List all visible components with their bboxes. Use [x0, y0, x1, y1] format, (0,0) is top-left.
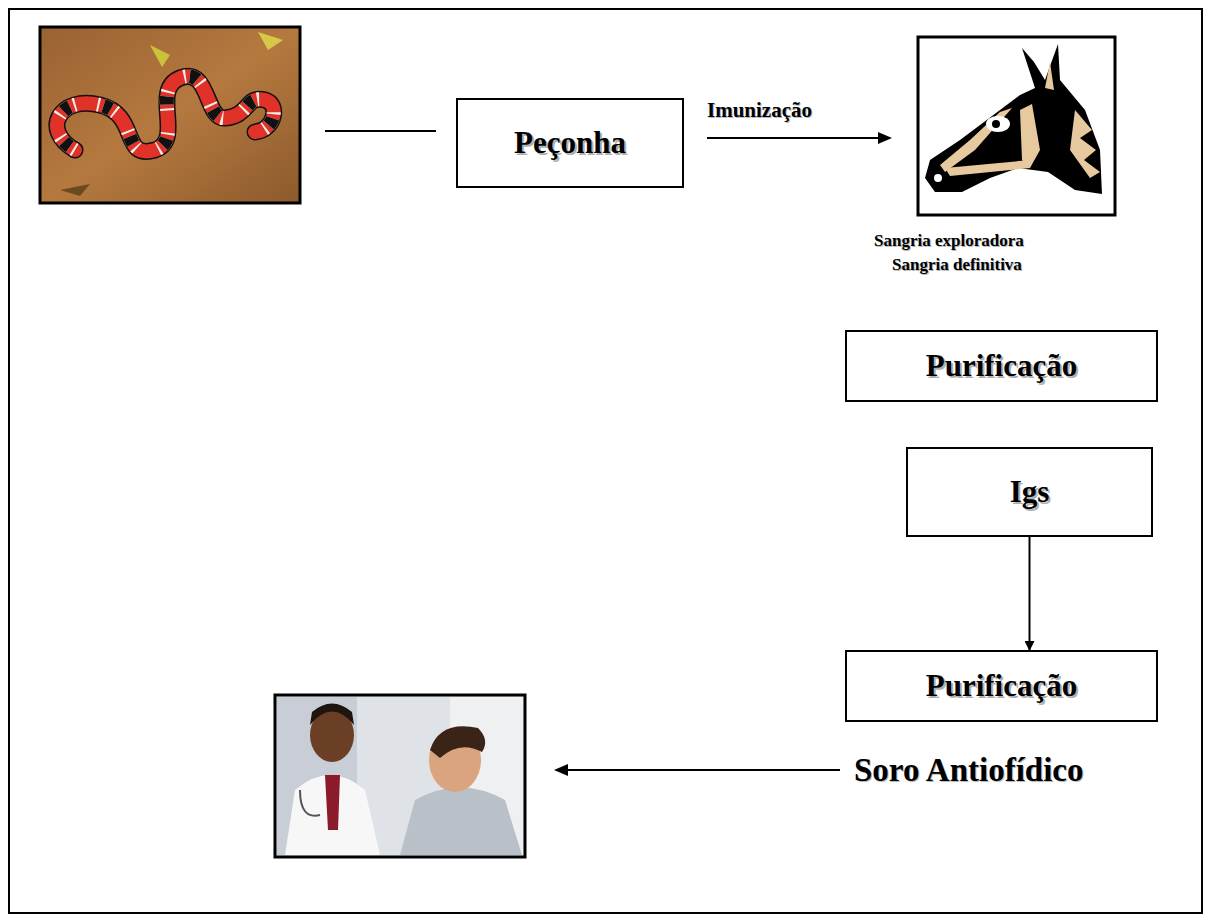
arrow-head — [554, 764, 568, 776]
process-box: Peçonha — [456, 98, 684, 188]
step-label: Sangria exploradora — [874, 232, 1024, 251]
arrow-label: Imunização — [707, 99, 812, 122]
doctor-photo — [275, 695, 525, 857]
arrow-head — [878, 132, 892, 144]
serum-arrow — [566, 769, 840, 771]
box-text: Peçonha — [514, 126, 626, 160]
process-box: Purificação — [845, 650, 1158, 722]
connector-line — [325, 130, 436, 132]
step-label: Sangria definitiva — [892, 256, 1022, 275]
horse-icon — [918, 37, 1115, 215]
snake-photo — [40, 27, 300, 203]
process-box: Igs — [906, 447, 1153, 537]
product-label: Soro Antiofídico — [854, 752, 1084, 788]
immunization-arrow — [707, 137, 880, 139]
page-frame — [9, 9, 1202, 913]
process-box: Purificação — [845, 330, 1158, 402]
flow-arrow — [1029, 537, 1031, 650]
box-text: Purificação — [926, 349, 1078, 383]
box-text: Purificação — [926, 669, 1078, 703]
box-text: Igs — [1010, 475, 1050, 509]
